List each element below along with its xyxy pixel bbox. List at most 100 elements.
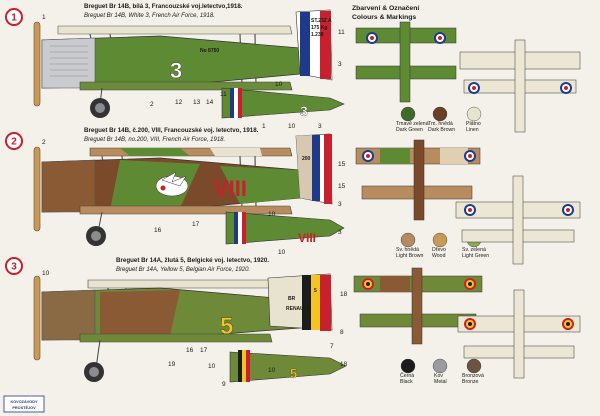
svg-text:16: 16 [154,227,162,234]
fuselage-marking: 3 [170,58,182,83]
fuselage-serial: No 8750 [200,48,219,54]
svg-text:17: 17 [200,347,208,354]
svg-text:Dark Green: Dark Green [396,127,423,133]
svg-text:Černá: Černá [400,372,414,379]
svg-text:5: 5 [314,288,317,294]
svg-text:5: 5 [290,366,297,381]
profile-3: 3 Breguet Br 14A, žlutá 5, Belgické voj.… [5,257,348,388]
svg-text:3: 3 [338,229,342,236]
badge-2: 2 [5,132,23,150]
rudder-text: ST.23Z A [311,18,332,24]
svg-text:Light Brown: Light Brown [396,253,424,259]
profile-2-callouts: 2 15 16 17 15 10 10 3 3 [42,139,346,256]
svg-text:12: 12 [175,99,183,106]
svg-text:1: 1 [42,14,46,21]
profile-1-small-side: 3 [221,87,345,119]
profile-2-title: Breguet Br 14B, č.200, VIII, Francouzské… [84,127,259,134]
swatch-row-1: Tmavě zelená Dark Green Tm. hnědá Dark B… [396,106,482,133]
svg-text:10: 10 [42,270,50,277]
svg-text:3: 3 [318,123,322,130]
svg-text:KOVOZÁVODY: KOVOZÁVODY [10,399,37,404]
top-view-1 [355,21,457,103]
svg-text:11: 11 [338,29,345,36]
svg-text:Wood: Wood [432,253,446,259]
svg-text:Bronze: Bronze [462,379,479,385]
profile-3-subtitle: Breguet Br 14A, Yellow 5, Belgian Air Fo… [116,267,250,273]
svg-text:18: 18 [340,361,348,368]
svg-text:3: 3 [338,61,342,68]
svg-text:Dark Brown: Dark Brown [428,127,455,133]
profile-1-title: Breguet Br 14B, bílá 3, Francouzské voj.… [84,3,243,10]
profile-2: 2 Breguet Br 14B, č.200, VIII, Francouzs… [5,127,346,256]
svg-text:Plátno: Plátno [466,121,481,127]
top-view-2 [355,139,481,221]
bottom-view-1 [459,39,581,133]
svg-text:2: 2 [11,137,17,148]
badge-1: 1 [5,8,23,26]
pegasus-emblem [155,171,189,197]
svg-text:1: 1 [11,13,17,24]
upper-wing [57,25,293,35]
svg-text:10: 10 [208,363,216,370]
fuselage-marking: VIII [214,176,247,201]
svg-text:10: 10 [268,211,276,218]
rudder-text: BR [288,296,296,302]
svg-text:RENAULT: RENAULT [286,306,310,312]
svg-text:Kov: Kov [434,373,443,379]
svg-text:18: 18 [340,291,348,298]
svg-text:19: 19 [168,361,176,368]
manufacturer-logo: KOVOZÁVODY PROSTĚJOV [3,395,45,413]
legend: Zbarvení & Označení Colours & Markings T… [352,5,489,385]
svg-text:Tm. hnědá: Tm. hnědá [428,121,453,127]
fuselage-marking: 5 [220,313,233,340]
profile-3-title: Breguet Br 14A, žlutá 5, Belgické voj. l… [116,257,269,264]
profile-1-subtitle: Breguet Br 14B, White 3, French Air Forc… [84,13,215,19]
svg-text:13: 13 [193,99,201,106]
svg-text:Linen: Linen [466,127,479,133]
svg-text:8: 8 [340,329,344,336]
svg-text:3: 3 [338,201,342,208]
svg-text:Black: Black [400,379,413,385]
svg-text:7: 7 [330,343,334,350]
svg-text:Sv. hnědá: Sv. hnědá [396,247,419,253]
svg-text:Light Green: Light Green [462,253,489,259]
profile-1-callouts: 1 2 3 11 12 13 14 11 10 1 10 3 [42,14,345,130]
svg-text:10: 10 [275,81,283,88]
svg-text:2: 2 [42,139,46,146]
svg-text:10: 10 [268,367,276,374]
profile-2-small-side: VIII [225,211,345,245]
svg-text:2: 2 [150,101,154,108]
svg-text:16: 16 [186,347,194,354]
svg-text:3: 3 [300,103,308,119]
svg-text:Sv. zelená: Sv. zelená [462,247,486,253]
svg-text:Tmavě zelená: Tmavě zelená [396,121,429,127]
top-view-3 [353,267,483,345]
svg-text:Metal: Metal [434,379,447,385]
svg-text:11: 11 [220,91,227,98]
svg-text:15: 15 [338,183,346,190]
rudder-number: 200 [302,156,311,162]
propeller [33,21,41,107]
badge-3: 3 [5,257,23,275]
svg-text:17: 17 [192,221,200,228]
svg-text:15: 15 [338,161,346,168]
svg-text:Dřevo: Dřevo [432,247,446,253]
swatch-row-3: Černá Black Kov Metal Bronzová Bronze [400,358,484,385]
profile-1: 1 Breguet Br 14B, bílá 3, Francouzské vo… [5,3,345,130]
svg-text:3: 3 [11,262,17,273]
svg-text:10: 10 [288,123,296,130]
svg-text:Bronzová: Bronzová [462,373,484,379]
profile-2-subtitle: Breguet Br 14B, no.200, VIII, French Air… [84,137,225,143]
svg-text:1: 1 [262,123,266,130]
bottom-view-3 [457,289,581,379]
svg-text:1.238: 1.238 [311,32,324,38]
svg-text:10: 10 [278,249,286,256]
svg-text:VIII: VIII [298,231,316,245]
svg-text:9: 9 [222,381,226,388]
svg-text:PROSTĚJOV: PROSTĚJOV [12,405,36,410]
legend-title-en: Colours & Markings [352,14,416,21]
bottom-view-2 [455,175,581,265]
profile-3-small-side: 5 [229,350,347,383]
svg-text:14: 14 [206,99,214,106]
svg-text:175 Kg: 175 Kg [311,25,327,31]
